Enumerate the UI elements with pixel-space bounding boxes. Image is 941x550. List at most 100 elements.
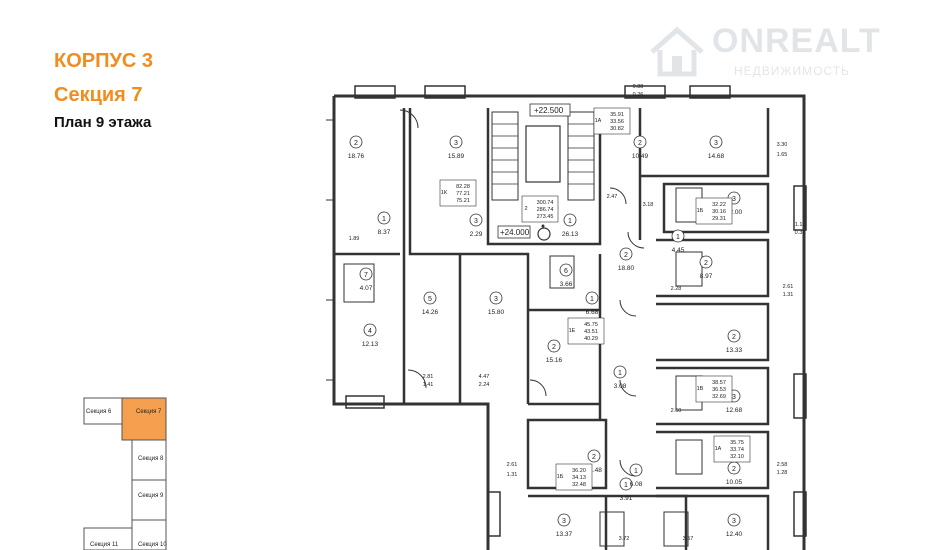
room-area: 10.49 [632,153,649,160]
apartment-area: 35.75 [730,440,744,446]
dimension-label: 2.47 [607,194,618,200]
room-number: 6 [564,268,568,275]
room-number: 2 [592,454,596,461]
room-area: 15.16 [546,357,563,364]
room-number-circle [619,477,633,491]
dimension-label: 0.26 [633,92,644,98]
room-area: 13.37 [556,531,573,538]
room-number-circle [349,135,363,149]
room-area: 26.13 [562,231,579,238]
key-label-6: Секция 6 [86,409,112,415]
watermark-tagline: НЕДВИЖИМОСТЬ [734,64,850,78]
key-label-8: Секция 8 [138,456,164,462]
room-number-circle [629,463,643,477]
room-number: 3 [732,196,736,203]
room-number: 7 [364,272,368,279]
dimension-label: 2.61 [507,462,518,468]
apartment-code: 1А [715,446,722,452]
room-number-circle [359,267,373,281]
apartment-badge [695,197,733,225]
apartment-badge [521,195,559,223]
apartment-area: 286.74 [537,207,554,213]
room-number: 3 [732,394,736,401]
apartment-badge [713,435,751,463]
room-number: 2 [732,334,736,341]
key-section-8[interactable] [131,439,167,481]
room-area: 3.91 [620,495,633,502]
key-section-9[interactable] [131,479,167,521]
room-number-circle [587,449,601,463]
key-label-10: Секция 10 [138,542,167,548]
watermark-logo: ONREALT НЕДВИЖИМОСТЬ [648,20,920,82]
key-label-7: Секция 7 [136,409,162,415]
apartment-badge [555,463,593,491]
room-area: 18.76 [348,153,365,160]
room-area: 18.80 [618,265,635,272]
apartment-code: 1Б [557,474,564,480]
apartment-area: 32.48 [572,482,586,488]
apartment-badge [593,107,631,135]
room-number: 3 [562,518,566,525]
room-number: 2 [552,344,556,351]
apartment-badge [439,179,477,207]
section-title: Секция 7 [54,84,143,106]
apartment-area: 30.82 [610,126,624,132]
apartment-area: 43.51 [584,329,598,335]
room-number: 1 [568,218,572,225]
dimension-label: 4.47 [479,374,490,380]
key-section-6[interactable] [83,397,123,425]
apartment-area: 33.74 [730,447,744,453]
room-number: 1 [634,468,638,475]
floor-plan-title: План 9 этажа [54,114,152,131]
apartment-area: 29.31 [712,216,726,222]
dimension-label: 2.58 [777,462,788,468]
dimension-label: 3.57 [683,536,694,542]
room-area: 12.13 [362,341,379,348]
level-top: +22.500 [534,106,564,115]
room-area: 4.45 [672,247,685,254]
room-number: 1 [618,370,622,377]
dimension-label: 1.41 [423,382,434,388]
apartment-area: 35.91 [610,112,624,118]
room-number: 1 [590,296,594,303]
room-area: 6.68 [586,309,599,316]
room-number: 2 [354,140,358,147]
room-area: 12.00 [726,209,743,216]
room-number-circle [709,135,723,149]
room-area: 12.68 [726,407,743,414]
key-section-7[interactable] [121,397,167,441]
room-number: 5 [428,296,432,303]
apartment-badge [695,375,733,403]
room-number-circle [363,323,377,337]
apartment-area: 36.20 [572,468,586,474]
room-number: 2 [704,260,708,267]
room-labels: 218.76315.89314.68210.4918.3732.29126.13… [348,135,743,538]
room-number: 4 [368,328,372,335]
room-number-circle [423,291,437,305]
key-section-10[interactable] [131,519,167,550]
room-number-circle [585,291,599,305]
wheelchair-icon [537,224,551,241]
dimension-label: 1.65 [777,152,788,158]
room-number-circle [671,229,685,243]
apartment-area: 38.57 [712,380,726,386]
apartment-area: 36.53 [712,387,726,393]
dimension-label: 2.28 [671,286,682,292]
apartment-area: 82.28 [456,184,470,190]
apartment-area: 77.21 [456,191,470,197]
room-number-circle [489,291,503,305]
apartment-labels: 1К82.2877.2175.211А35.9133.5630.821Б32.2… [439,107,751,491]
apartment-area: 32.22 [712,202,726,208]
dimension-label: 2.24 [479,382,490,388]
apartment-area: 32.10 [730,454,744,460]
dimension-label: 1.28 [777,470,788,476]
room-number: 1 [382,216,386,223]
key-label-9: Секция 9 [138,493,164,499]
building-title: КОРПУС 3 [54,50,154,72]
room-number-circle [449,135,463,149]
dimension-label: 2.60 [671,408,682,414]
room-number: 3 [454,140,458,147]
room-area: 8.97 [700,273,713,280]
room-number-circle [633,135,647,149]
